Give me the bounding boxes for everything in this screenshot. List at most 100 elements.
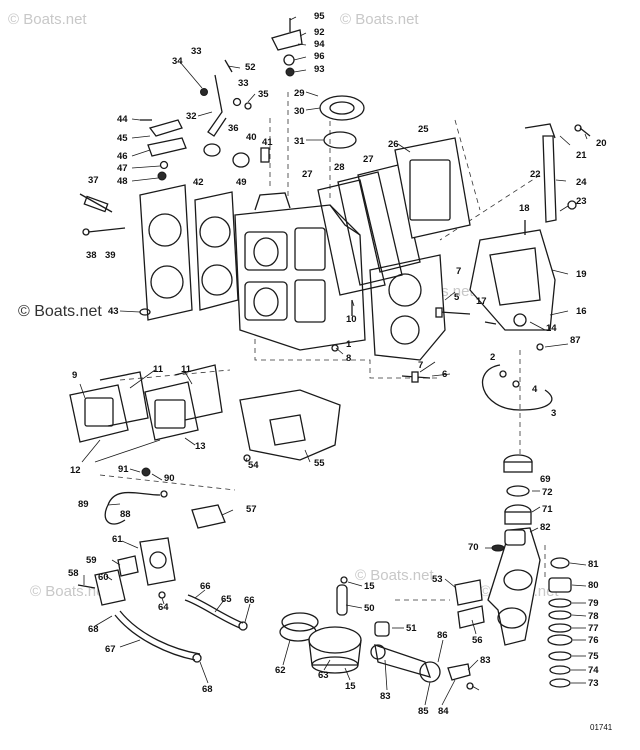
callout-label: 71 <box>542 504 553 515</box>
callout-label: 47 <box>117 163 128 174</box>
callout-label: 45 <box>117 133 128 144</box>
callout-label: 9 <box>72 370 77 381</box>
callout-label: 30 <box>294 106 305 117</box>
callout-label: 75 <box>588 651 599 662</box>
callout-label: 8 <box>346 353 351 364</box>
callout-label: 16 <box>576 306 587 317</box>
callout-label: 87 <box>570 335 581 346</box>
callout-label: 33 <box>191 46 202 57</box>
callout-label: 21 <box>576 150 587 161</box>
fuel-hoses <box>114 594 248 663</box>
cylinder-block <box>234 192 366 351</box>
callout-label: 23 <box>576 196 587 207</box>
callout-label: 76 <box>588 635 599 646</box>
watermark: © Boats.net <box>340 11 419 28</box>
callout-label: 39 <box>105 250 116 261</box>
callout-label: 54 <box>248 460 259 471</box>
callout-label: 60 <box>98 572 109 583</box>
callout-label: 55 <box>314 458 325 469</box>
watermark: © Boats.net <box>355 567 434 584</box>
callout-label: 19 <box>576 269 587 280</box>
callout-label: 70 <box>468 542 479 553</box>
callout-label: 88 <box>120 509 131 520</box>
callout-label: 11 <box>181 364 192 375</box>
callout-label: 63 <box>318 670 329 681</box>
callout-label: 81 <box>588 559 599 570</box>
callout-label: 74 <box>588 665 599 676</box>
piston-assembly <box>279 576 362 674</box>
callout-label: 94 <box>314 39 325 50</box>
callout-label: 59 <box>86 555 97 566</box>
callout-label: 82 <box>540 522 551 533</box>
callout-label: 78 <box>588 611 599 622</box>
crankcase-cover <box>369 254 446 361</box>
cylinder-head <box>139 184 239 321</box>
seal-70 <box>491 544 505 552</box>
fuel-pump <box>77 504 226 606</box>
callout-label: 90 <box>164 473 175 484</box>
callout-label: 29 <box>294 88 305 99</box>
callout-label: 17 <box>476 296 487 307</box>
callout-label: 83 <box>480 655 491 666</box>
callout-label: 50 <box>364 603 375 614</box>
lower-bracket <box>239 389 341 462</box>
callout-label: 93 <box>314 64 325 75</box>
main-bearings <box>454 579 485 629</box>
fuel-line <box>104 467 168 525</box>
callout-label: 48 <box>117 176 128 187</box>
diagram-code: 01741 <box>590 723 613 732</box>
callout-label: 6 <box>442 369 447 380</box>
callout-label: 11 <box>153 364 164 375</box>
callout-label: 77 <box>588 623 599 634</box>
callout-label: 80 <box>588 580 599 591</box>
callout-label: 5 <box>454 292 460 303</box>
reed-valve-assembly <box>69 364 223 443</box>
spark-plug <box>79 193 126 236</box>
callout-label: 25 <box>418 124 429 135</box>
callout-label: 35 <box>258 89 269 100</box>
callout-label: 49 <box>236 177 247 188</box>
callout-label: 7 <box>418 360 423 371</box>
callout-label: 96 <box>314 51 325 62</box>
callout-label: 69 <box>540 474 551 485</box>
crankshaft <box>487 527 541 646</box>
callout-label: 64 <box>158 602 169 613</box>
callout-label: 7 <box>456 266 461 277</box>
callout-label: 72 <box>542 487 553 498</box>
callout-label: 41 <box>262 137 273 148</box>
callout-label: 15 <box>345 681 356 692</box>
leader-lines <box>79 16 588 706</box>
callout-label: 66 <box>200 581 211 592</box>
callout-label: 43 <box>108 306 119 317</box>
callout-label: 40 <box>246 132 257 143</box>
water-hose-loop <box>482 364 553 411</box>
callout-label: 51 <box>406 623 417 634</box>
callout-label: 3 <box>551 408 556 419</box>
callout-label: 67 <box>105 644 116 655</box>
callout-label: 68 <box>88 624 99 635</box>
callout-label: 52 <box>245 62 256 73</box>
callout-label: 31 <box>294 136 305 147</box>
callout-label: 65 <box>221 594 232 605</box>
watermark: © Boats.net <box>8 11 87 28</box>
small-fittings <box>203 143 270 168</box>
clip-brackets <box>140 119 187 181</box>
callout-label: 95 <box>314 11 325 22</box>
callout-label: 37 <box>88 175 99 186</box>
callout-label: 13 <box>195 441 206 452</box>
callout-label: 85 <box>418 706 429 717</box>
callout-label: 22 <box>530 169 541 180</box>
callout-label: 4 <box>532 384 538 395</box>
upper-bearing-stack <box>503 454 533 525</box>
callout-label: 53 <box>432 574 443 585</box>
callout-label: 57 <box>246 504 257 515</box>
callout-label: 27 <box>302 169 313 180</box>
callout-label: 18 <box>519 203 530 214</box>
callout-label: 38 <box>86 250 97 261</box>
connecting-rod <box>370 621 474 690</box>
callout-label: 2 <box>490 352 495 363</box>
bolts <box>331 300 544 383</box>
callout-label: 12 <box>70 465 81 476</box>
lower-bearing-stack <box>547 557 573 688</box>
